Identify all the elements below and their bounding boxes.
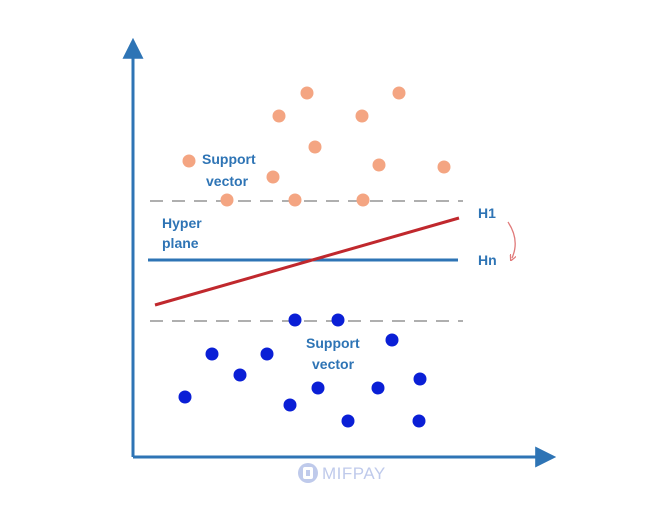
orange-point — [308, 140, 322, 154]
blue-point — [178, 390, 192, 404]
blue-support-vector — [288, 313, 302, 327]
blue-points — [178, 313, 427, 428]
mifpay-logo — [298, 463, 318, 483]
support-vector-top-label-line1: Support — [202, 151, 256, 167]
orange-points — [182, 86, 451, 207]
orange-support-vector — [288, 193, 302, 207]
blue-point — [341, 414, 355, 428]
blue-point — [260, 347, 274, 361]
orange-point — [272, 109, 286, 123]
blue-support-vector — [331, 313, 345, 327]
orange-support-vector — [220, 193, 234, 207]
blue-point — [412, 414, 426, 428]
support-vector-top-label-line2: vector — [206, 173, 249, 189]
blue-point — [283, 398, 297, 412]
hyperplane-label-line1: Hyper — [162, 215, 202, 231]
h1-label: H1 — [478, 205, 496, 221]
orange-point — [355, 109, 369, 123]
orange-point — [437, 160, 451, 174]
orange-point — [182, 154, 196, 168]
blue-point — [311, 381, 325, 395]
blue-point — [371, 381, 385, 395]
watermark-text: MIFPAY — [322, 464, 386, 483]
hn-label: Hn — [478, 252, 497, 268]
blue-point — [413, 372, 427, 386]
rotation-arrow — [507, 221, 515, 258]
orange-point — [266, 170, 280, 184]
orange-point — [392, 86, 406, 100]
watermark: MIFPAY — [298, 463, 386, 483]
support-vector-bottom-label-line1: Support — [306, 335, 360, 351]
hyperplane-label-line2: plane — [162, 235, 199, 251]
orange-point — [372, 158, 386, 172]
h1-hyperplane-line — [154, 216, 460, 307]
support-vector-bottom-label-line2: vector — [312, 356, 355, 372]
blue-point — [385, 333, 399, 347]
blue-point — [205, 347, 219, 361]
orange-point — [300, 86, 314, 100]
blue-point — [233, 368, 247, 382]
orange-support-vector — [356, 193, 370, 207]
